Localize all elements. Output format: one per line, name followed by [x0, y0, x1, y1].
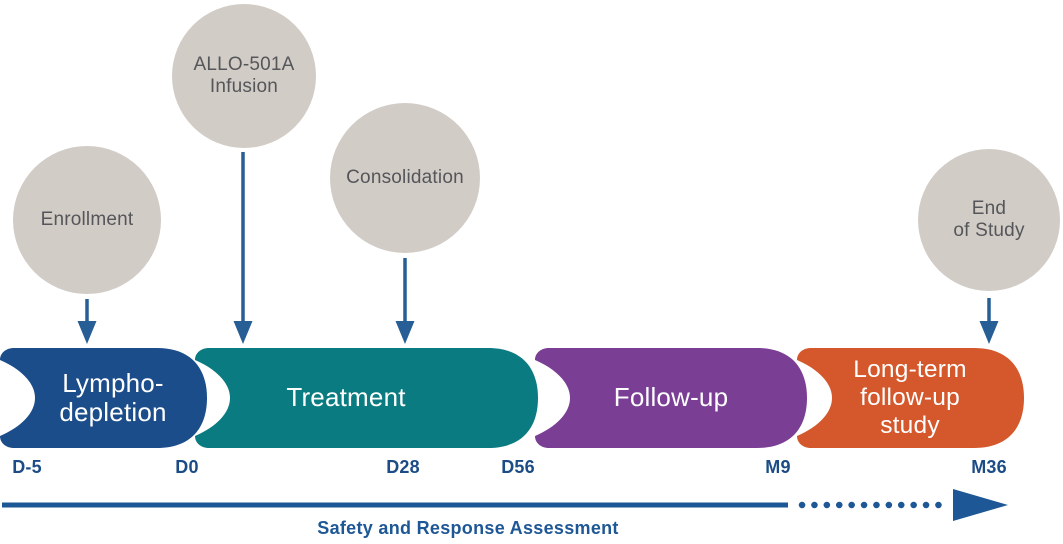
milestone-arrows: [77, 152, 999, 344]
infusion-arrowhead-icon: [233, 321, 253, 344]
end-of-study-arrowhead-icon: [979, 321, 999, 344]
tick-label-d0: D0: [175, 457, 199, 477]
tick-label-m36: M36: [971, 457, 1007, 477]
milestone-label-consolidation: Consolidation: [346, 166, 464, 188]
phase-label-treatment: Treatment: [286, 382, 406, 413]
tick-label-m9: M9: [765, 457, 791, 477]
phase-bar-long-term-follow-up: [797, 348, 1024, 448]
phase-bar-follow-up: [535, 348, 807, 448]
phase-bar-lympho-depletion: [0, 348, 207, 448]
phase-label-lympho-depletion: Lympho- depletion: [59, 367, 167, 427]
phase-bar-treatment: [195, 348, 538, 448]
milestone-circle-consolidation: Consolidation: [330, 103, 480, 253]
assessment-arrowhead-icon: [953, 489, 1008, 521]
milestone-label-end-of-study: End of Study: [953, 197, 1025, 241]
milestone-label-allo-501a-infusion: ALLO-501A Infusion: [193, 53, 295, 97]
milestone-circle-allo-501a-infusion: ALLO-501A Infusion: [172, 4, 316, 148]
tick-label-d-5: D-5: [12, 457, 42, 477]
consolidation-arrowhead-icon: [395, 321, 415, 344]
tick-label-d56: D56: [501, 457, 535, 477]
enrollment-arrowhead-icon: [77, 321, 97, 344]
milestone-circle-enrollment: Enrollment: [13, 146, 161, 294]
assessment-caption: Safety and Response Assessment: [317, 518, 619, 538]
phase-bars: [0, 348, 1024, 448]
phase-label-long-term-follow-up: Long-term follow-up study: [853, 355, 967, 440]
phase-label-follow-up: Follow-up: [613, 382, 729, 413]
milestone-circle-end-of-study: End of Study: [918, 149, 1060, 291]
tick-label-d28: D28: [386, 457, 420, 477]
milestone-label-enrollment: Enrollment: [40, 208, 134, 230]
assessment-arrow: [2, 489, 1008, 521]
